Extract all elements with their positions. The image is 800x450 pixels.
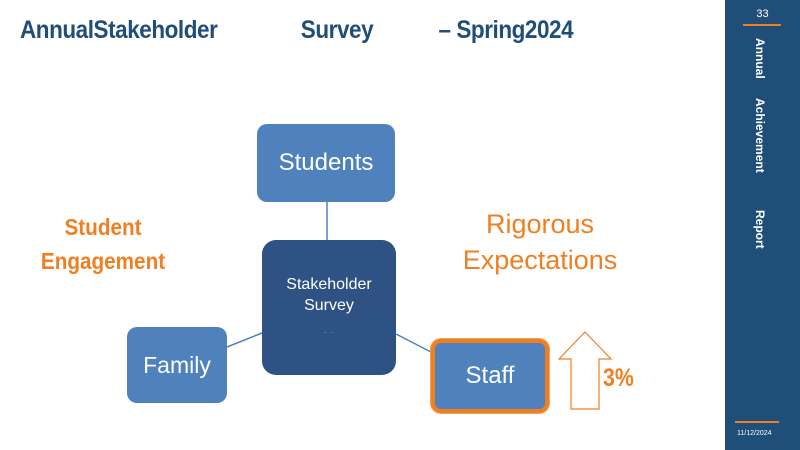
node-staff: Staff: [431, 339, 549, 413]
label-student-engagement: Student Engagement: [36, 210, 171, 278]
sidebar-bottom-rule: [735, 421, 779, 423]
node-stakeholder-survey: Stakeholder Survey . .: [262, 240, 396, 375]
sidebar: 33 Annual Achievement Report 11/12/2024: [725, 0, 800, 450]
sidebar-word-achievement: Achievement: [753, 98, 767, 173]
label-rigorous-expectations: Rigorous Expectations: [440, 206, 640, 278]
node-students: Students: [257, 124, 395, 202]
title-part-spring: – Spring2024: [438, 16, 574, 44]
title-part-annual-stakeholder: AnnualStakeholder: [20, 16, 218, 44]
sidebar-date: 11/12/2024: [737, 430, 772, 437]
sidebar-top-rule: [743, 24, 781, 26]
label-rigorous-line-1: Rigorous: [485, 209, 595, 239]
sidebar-word-annual: Annual: [753, 38, 767, 79]
up-arrow-outline-icon: [557, 331, 613, 410]
connector-family: [226, 332, 263, 348]
diagram-connectors: [226, 202, 432, 353]
node-family: Family: [127, 327, 227, 403]
label-rigorous-line-2: Expectations: [462, 245, 618, 275]
page-number: 33: [756, 8, 769, 20]
growth-percent: 3%: [603, 364, 634, 392]
label-student-engagement-line-2: Engagement: [40, 248, 166, 274]
center-dots: . .: [323, 325, 335, 335]
connector-staff: [395, 333, 432, 353]
sidebar-word-report: Report: [753, 210, 767, 249]
center-line-2: Survey: [304, 297, 354, 314]
label-student-engagement-line-1: Student: [64, 214, 142, 240]
title-part-survey: Survey: [300, 16, 374, 44]
center-line-1: Stakeholder: [286, 276, 372, 293]
